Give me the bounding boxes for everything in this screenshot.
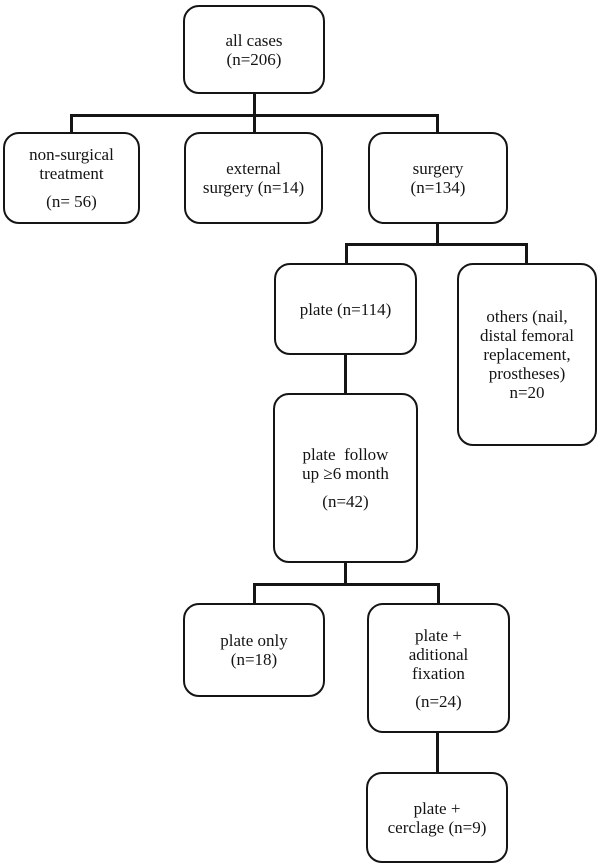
connector-additional-stub — [437, 583, 440, 603]
connector-allcases-down — [253, 94, 256, 132]
node-external-surgery-label: external surgery (n=14) — [202, 159, 305, 197]
connector-followup-down — [344, 563, 347, 586]
node-non-surgical-label: non-surgical treatment — [29, 145, 114, 183]
connector-surgery-stub — [436, 114, 439, 132]
node-plate-follow-up-label: plate follow up ≥6 month — [302, 445, 389, 483]
node-plate-only-label: plate only (n=18) — [220, 631, 288, 669]
connector-plate-stub — [345, 243, 348, 263]
node-external-surgery: external surgery (n=14) — [184, 132, 323, 224]
connector-additional-to-cerclage — [436, 733, 439, 772]
connector-nonsurgical-stub — [70, 114, 73, 132]
node-non-surgical-count: (n= 56) — [46, 192, 97, 211]
node-plate-cerclage: plate + cerclage (n=9) — [366, 772, 508, 863]
node-plate-follow-up-count: (n=42) — [322, 492, 369, 511]
connector-surgery-down — [436, 224, 439, 245]
node-others-label: others (nail, distal femoral replacement… — [480, 307, 574, 402]
node-plate-additional-fixation: plate + aditional fixation (n=24) — [367, 603, 510, 733]
node-all-cases: all cases (n=206) — [183, 5, 325, 94]
node-non-surgical-treatment: non-surgical treatment (n= 56) — [3, 132, 140, 224]
node-plate-additional-count: (n=24) — [415, 691, 462, 711]
node-surgery: surgery (n=134) — [368, 132, 508, 224]
connector-top-horizontal — [70, 114, 439, 117]
node-others: others (nail, distal femoral replacement… — [457, 263, 597, 446]
node-plate-only: plate only (n=18) — [183, 603, 325, 697]
node-surgery-label: surgery (n=134) — [410, 159, 466, 197]
node-plate-follow-up: plate follow up ≥6 month (n=42) — [273, 393, 418, 563]
connector-others-stub — [525, 243, 528, 263]
connector-mid-horizontal — [345, 243, 528, 246]
connector-bottom-horizontal — [253, 583, 440, 586]
node-plate-cerclage-label: plate + cerclage (n=9) — [387, 798, 487, 837]
node-plate-label: plate (n=114) — [299, 299, 392, 319]
node-plate-additional-label: plate + aditional fixation — [408, 625, 469, 683]
node-plate: plate (n=114) — [274, 263, 417, 355]
node-all-cases-label: all cases (n=206) — [225, 30, 283, 69]
connector-plate-to-followup — [344, 355, 347, 393]
connector-plateonly-stub — [253, 583, 256, 603]
